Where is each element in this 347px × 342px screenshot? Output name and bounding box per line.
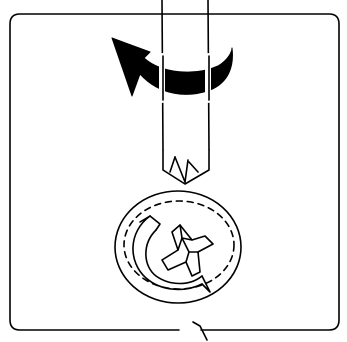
counterclockwise-arrow-icon: [112, 38, 232, 100]
phillips-screw-head-icon: [115, 191, 241, 303]
